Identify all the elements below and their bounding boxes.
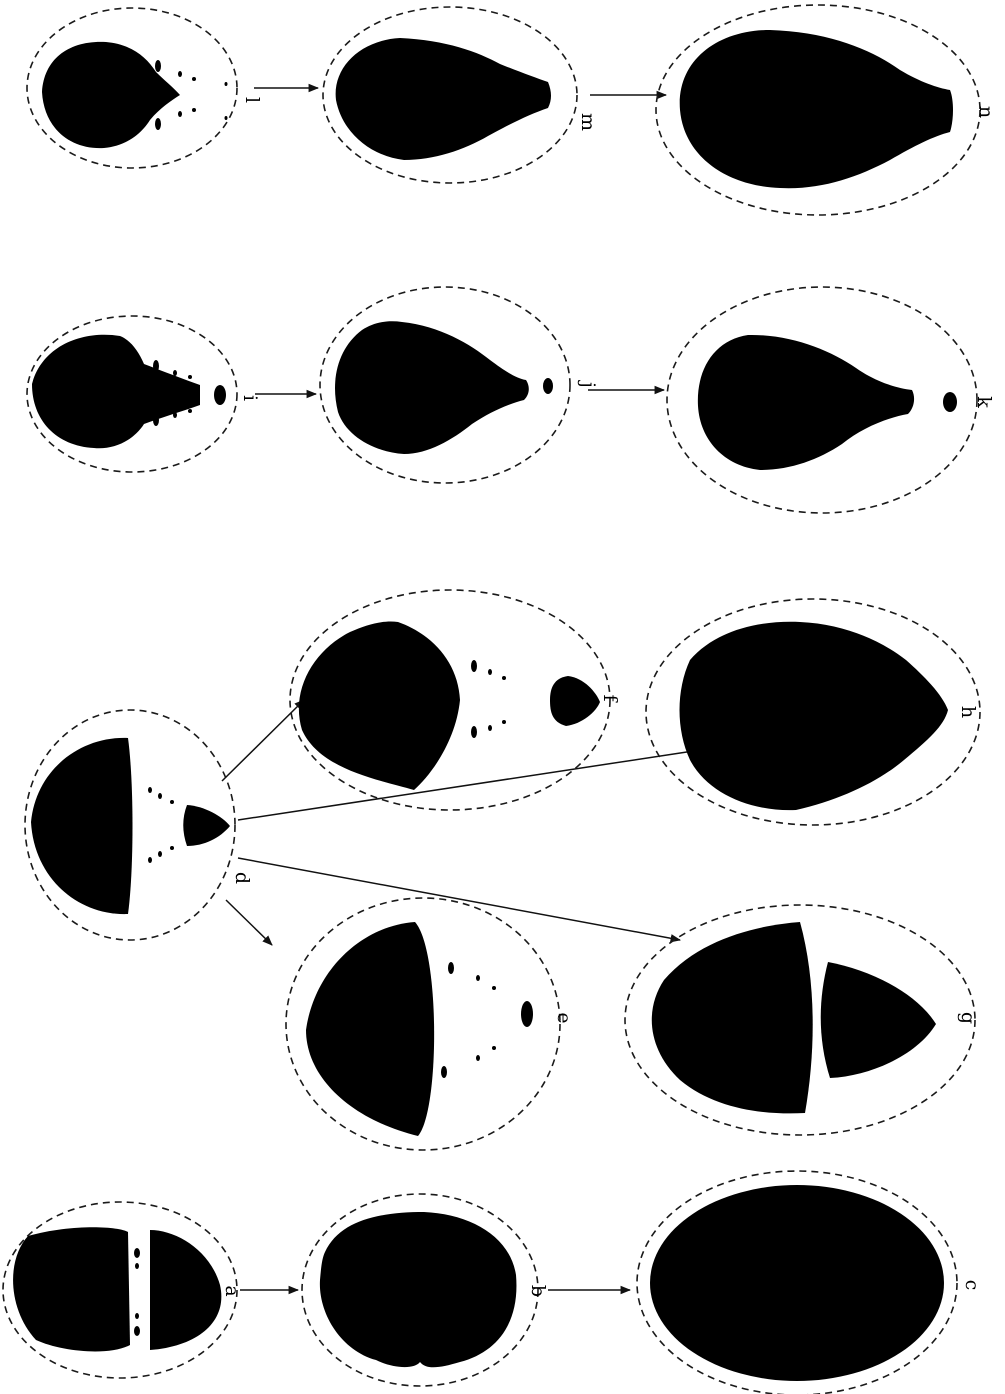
cell-a: a bbox=[3, 1202, 243, 1378]
cell-n: n bbox=[656, 5, 997, 215]
cell-m: m bbox=[323, 7, 599, 183]
fusing-mass bbox=[335, 321, 529, 454]
label-d: d bbox=[231, 872, 253, 884]
label-j: j bbox=[577, 380, 599, 388]
small-fragment bbox=[214, 385, 226, 405]
fused-mass bbox=[698, 335, 914, 470]
large-fragment bbox=[306, 922, 434, 1136]
cell-c: c bbox=[637, 1171, 983, 1394]
granule-dots bbox=[148, 787, 174, 863]
label-m: m bbox=[577, 113, 599, 131]
fused-mass bbox=[336, 38, 551, 160]
cell-k: k bbox=[667, 287, 995, 513]
small-fragment bbox=[821, 962, 936, 1078]
fusing-mass bbox=[42, 42, 180, 148]
fused-mass bbox=[680, 30, 953, 188]
cell-i: i bbox=[27, 316, 261, 472]
fused-mass bbox=[650, 1185, 944, 1381]
cell-l: l bbox=[27, 8, 263, 168]
small-fragment bbox=[543, 378, 553, 394]
large-fragment bbox=[652, 922, 813, 1113]
label-g: g bbox=[957, 1012, 979, 1024]
fragment-lower bbox=[150, 1230, 221, 1350]
small-fragment bbox=[943, 392, 957, 412]
granule-dots bbox=[471, 660, 506, 738]
cell-d: d bbox=[25, 710, 253, 940]
label-i: i bbox=[239, 395, 261, 401]
fused-mass bbox=[680, 622, 949, 810]
arrow-d-e bbox=[226, 900, 272, 945]
fused-mass bbox=[320, 1212, 517, 1367]
label-a: a bbox=[221, 1285, 243, 1296]
large-fragment bbox=[31, 738, 133, 914]
cell-b: b bbox=[302, 1194, 549, 1386]
cell-h: h bbox=[646, 599, 980, 825]
label-l: l bbox=[241, 97, 263, 103]
cell-f: f bbox=[290, 590, 621, 810]
label-e: e bbox=[553, 1012, 575, 1023]
fusing-mass bbox=[32, 335, 200, 448]
label-c: c bbox=[961, 1280, 983, 1291]
label-b: b bbox=[527, 1285, 549, 1297]
small-fragment bbox=[183, 805, 230, 846]
cell-e: e bbox=[286, 898, 575, 1150]
label-n: n bbox=[975, 106, 997, 118]
cell-j: j bbox=[320, 287, 599, 483]
small-fragment bbox=[521, 1001, 533, 1027]
arrow-d-f bbox=[222, 700, 304, 781]
label-h: h bbox=[957, 706, 979, 718]
fragment-upper bbox=[13, 1227, 130, 1351]
arrow-d-g bbox=[238, 858, 680, 940]
small-fragment bbox=[550, 676, 600, 726]
granule-dots bbox=[441, 962, 496, 1078]
label-k: k bbox=[973, 396, 995, 408]
large-fragment bbox=[299, 621, 460, 790]
